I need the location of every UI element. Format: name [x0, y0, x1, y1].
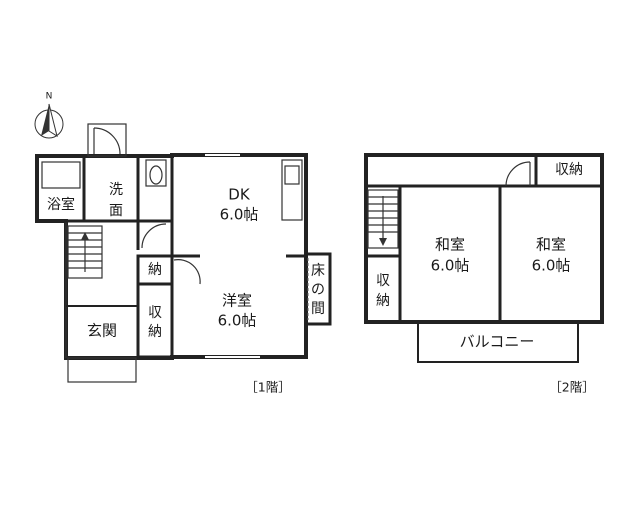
room-label-japanese-2: 和室: [536, 236, 566, 254]
room-label-alcove-2: の: [311, 282, 325, 298]
room-label-japanese-1: 和室: [435, 236, 465, 254]
room-label-balcony: バルコニー: [460, 333, 535, 351]
room-label-alcove-1: 床: [311, 263, 325, 279]
room-size-western: 6.0帖: [218, 312, 257, 330]
room-size-japanese-2: 6.0帖: [532, 257, 571, 275]
stairs-1f: [67, 225, 103, 279]
room-label-dk: DK: [228, 186, 251, 204]
room-label-bath: 浴室: [47, 196, 75, 213]
room-size-dk: 6.0帖: [220, 206, 259, 224]
room-label-storage-top: 収納: [555, 162, 583, 178]
room-size-japanese-1: 6.0帖: [431, 257, 470, 275]
room-label-storage2-2: 納: [376, 293, 390, 309]
room-label-storage-1: 収: [148, 305, 162, 321]
floor-1: 浴室 洗 面 DK 6.0帖 洋室 6.0帖 納 収 納 床 の 間 玄関 ［1…: [35, 123, 332, 395]
stairs-2f: [367, 189, 399, 249]
room-label-storage2-1: 収: [376, 273, 390, 289]
room-label-entrance: 玄関: [87, 322, 117, 340]
room-label-storage-2: 納: [148, 324, 162, 340]
compass-label: N: [46, 92, 53, 102]
north-arrow-icon: N: [34, 92, 64, 139]
room-label-storage-small: 納: [148, 262, 162, 278]
room-label-western: 洋室: [222, 292, 252, 310]
floor-caption-2: ［2階］: [549, 380, 594, 395]
room-label-washroom-2: 面: [109, 203, 123, 219]
floor-caption-1: ［1階］: [245, 380, 290, 395]
floor-2: 収納 和室 6.0帖 和室 6.0帖 収 納 バルコニー ［2階］: [364, 153, 604, 395]
room-label-alcove-3: 間: [311, 301, 325, 317]
room-label-washroom-1: 洗: [109, 182, 123, 198]
